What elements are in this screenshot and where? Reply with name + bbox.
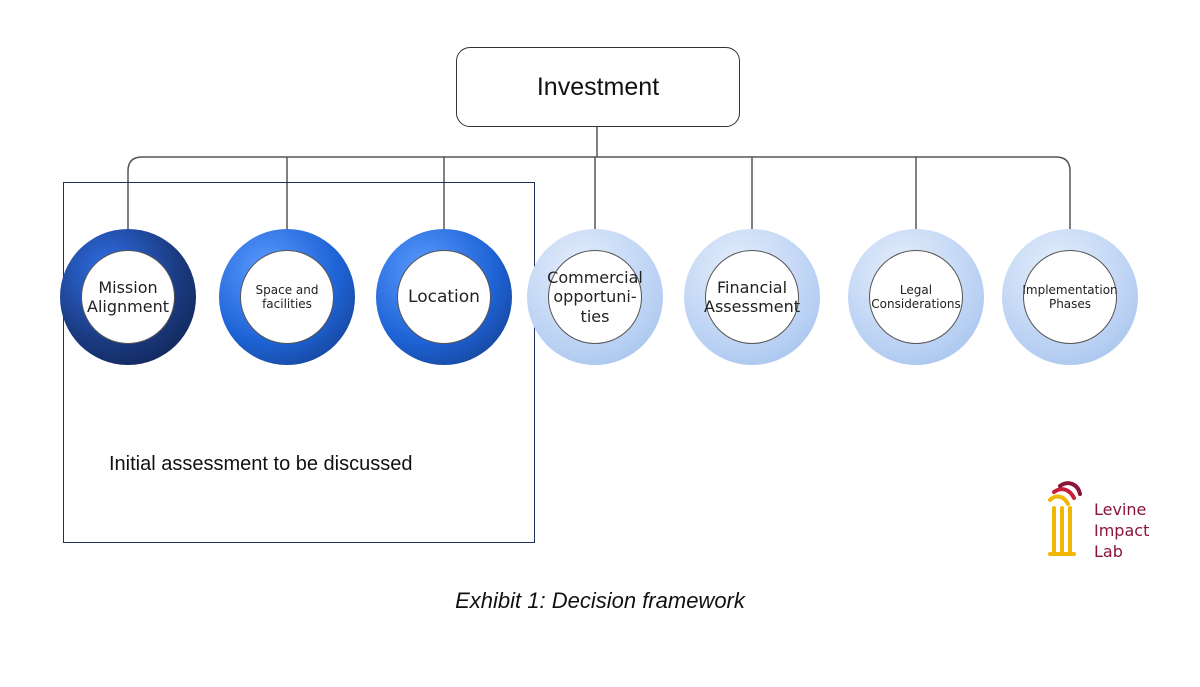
node-label-line: Assessment [704,297,800,316]
node-label-line: Location [408,286,480,307]
initial-assessment-group [63,182,535,543]
bus-line [127,156,1071,172]
node-label-line: opportuni- [553,287,637,307]
logo-line: Lab [1094,542,1123,561]
group-label: Initial assessment to be discussed [109,453,413,475]
node-label-line: Financial [716,277,788,297]
root-node-label: Investment [536,72,660,101]
node-label-line: Considerations [871,297,961,311]
levine-impact-lab-logo [1048,481,1082,556]
node-label: Location [397,250,491,344]
logo-line: Levine [1094,500,1147,519]
node-label-line: Legal [899,282,933,297]
node-label-line: Space and [255,282,319,297]
logo-text: Levine Impact Lab [1094,499,1149,562]
figure-caption: Exhibit 1: Decision framework [455,588,745,613]
logo-line: Impact [1094,521,1150,540]
node-label-line: Mission [98,277,158,297]
node-label-line: Commercial [547,268,643,288]
node-label-line: ties [580,306,610,326]
node-location: Location [376,229,512,365]
node-label-line: Alignment [87,297,169,316]
root-node-investment: Investment [456,47,740,127]
node-label-line: Phases [1048,297,1092,311]
node-label-line: Implementation [1022,282,1118,297]
node-label-line: facilities [262,297,312,311]
